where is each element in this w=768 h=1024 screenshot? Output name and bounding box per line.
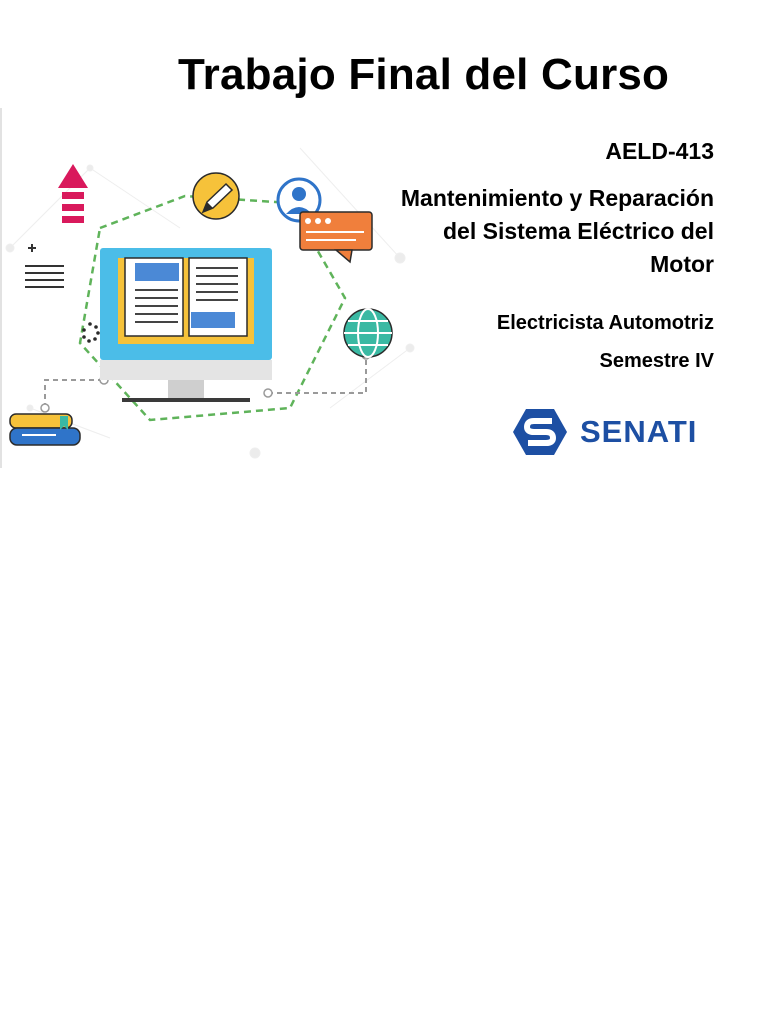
career-name: Electricista Automotriz (496, 312, 714, 334)
globe-icon (343, 308, 393, 358)
open-book-icon (118, 257, 254, 344)
senati-emblem-icon (513, 409, 567, 455)
loading-dots-icon (82, 322, 100, 343)
books-stack-icon (9, 413, 81, 446)
upload-arrow-icon (58, 164, 88, 223)
senati-logo-text: SENATI (580, 414, 698, 449)
education-illustration (5, 147, 415, 459)
course-code: AELD-413 (605, 138, 714, 164)
page-title: Trabajo Final del Curso (178, 50, 670, 99)
course-name: Mantenimiento y Reparación del Sistema E… (334, 182, 714, 281)
document-lines-icon (25, 244, 64, 288)
banner-left-edge (0, 108, 2, 468)
pencil-icon (192, 172, 240, 220)
chat-bubble-icon (299, 211, 373, 264)
user-icon (276, 177, 322, 223)
cover-banner: AELD-413 Mantenimiento y Reparación del … (0, 108, 768, 468)
course-name-line: Motor (650, 251, 714, 277)
semester-label: Semestre IV (599, 350, 714, 372)
network-background (5, 147, 415, 459)
course-name-line: del Sistema Eléctrico del (442, 218, 714, 244)
course-name-line: Mantenimiento y Reparación (400, 185, 714, 211)
senati-logo: SENATI (512, 404, 712, 460)
connector-lines (44, 355, 367, 408)
